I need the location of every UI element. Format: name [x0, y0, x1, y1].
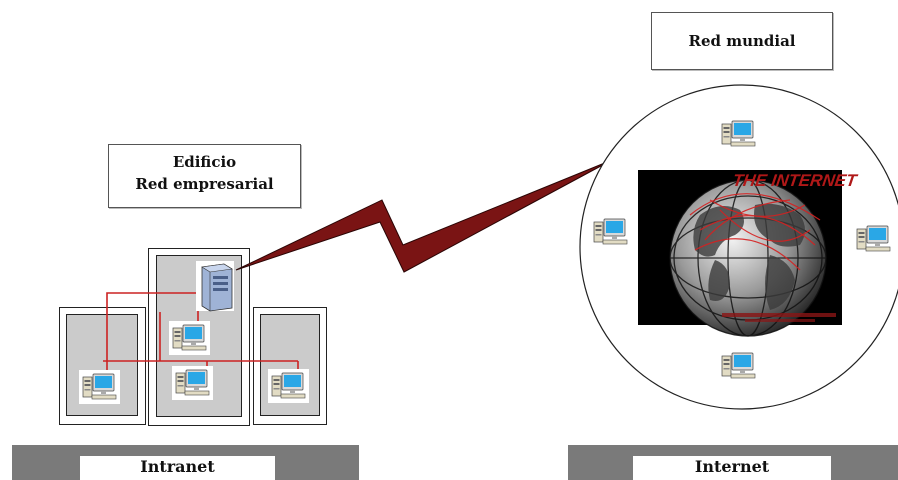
intranet-label: Intranet — [80, 456, 275, 480]
world-network-label-text: Red mundial — [688, 32, 796, 50]
internet-label: Internet — [633, 456, 831, 480]
computer-icon — [268, 369, 309, 403]
computer-icon — [172, 366, 213, 400]
wan-link-zigzag — [235, 159, 613, 273]
building-label: Edificio Red empresarial — [108, 144, 301, 208]
world-network-label: Red mundial — [651, 12, 833, 70]
computer-icon — [718, 117, 759, 151]
computer-icon — [79, 370, 120, 404]
server-icon — [196, 261, 234, 312]
building-label-line2: Red empresarial — [135, 175, 274, 193]
computer-icon — [590, 215, 631, 249]
computer-icon — [718, 349, 759, 383]
building-label-line1: Edificio — [172, 153, 237, 171]
globe-image: THE INTERNET — [638, 170, 859, 337]
computer-icon — [169, 321, 210, 355]
computer-icon — [853, 222, 894, 256]
globe-image-title: THE INTERNET — [731, 171, 859, 190]
